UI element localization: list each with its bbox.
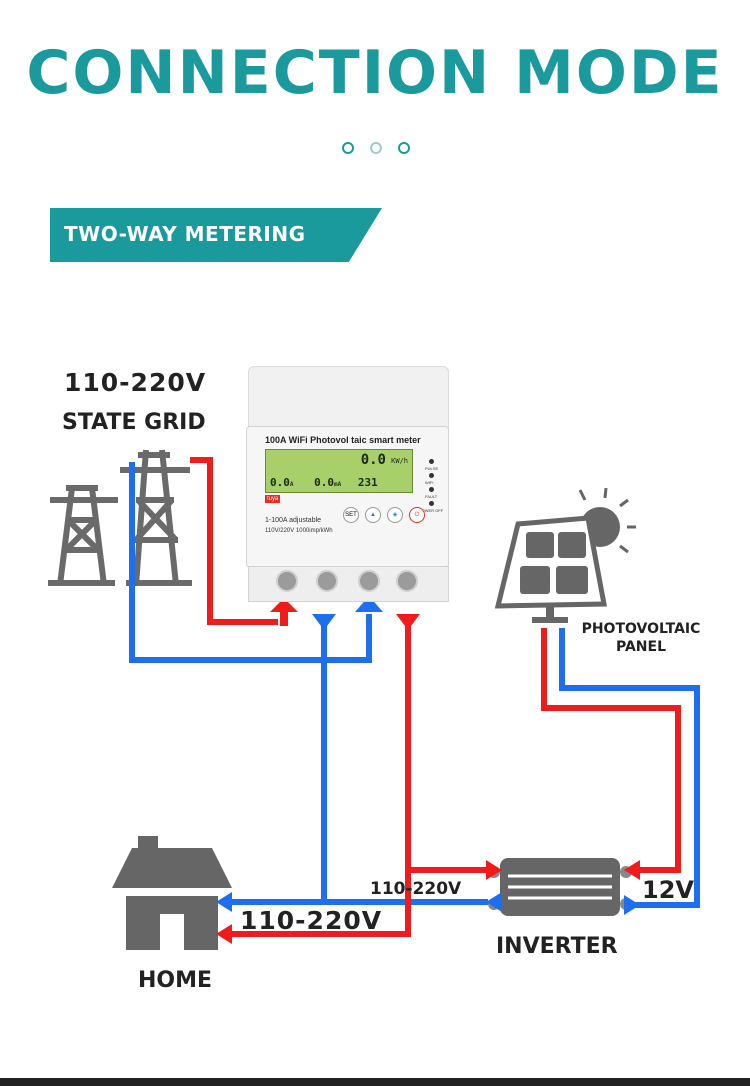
lcd-voltage-value: 231 [357,476,378,489]
meter-lcd: 0.0 KW/h 0.0A 0.0mA 231 [265,449,413,493]
lcd-power-value: 0.0 [314,476,334,489]
lcd-energy-value: 0.0 [360,452,386,468]
carousel-dot[interactable] [370,142,382,154]
lcd-energy-unit: KW/h [391,457,408,465]
pulse-label: PULSE [425,466,439,471]
bottom-bar [0,1078,750,1086]
fault-led [429,487,434,492]
section-label: TWO-WAY METERING [64,222,306,246]
meter-top-cover [248,366,449,430]
house-icon [112,836,232,950]
lcd-readings-row: 0.0A 0.0mA 231 [270,476,378,489]
up-button[interactable]: ▲ [365,507,381,523]
meter-front-panel: 100A WiFi Photovol taic smart meter 0.0 … [246,426,449,568]
power-off-label: POWER OFF [419,508,444,513]
power-button[interactable]: ⏻ [409,507,425,523]
section-banner: TWO-WAY METERING [50,208,382,262]
smart-meter-image: 100A WiFi Photovol taic smart meter 0.0 … [246,366,449,602]
dc-voltage-label: 12V [642,876,694,904]
pv-panel-label: PHOTOVOLTAIC PANEL [581,621,701,655]
terminal-screw [396,570,418,592]
brand-badge: tuya [265,495,281,503]
flow-arrows [216,596,640,944]
lcd-power-unit: mA [334,481,342,488]
live-wires [190,457,681,937]
meter-title: 100A WiFi Photovol taic smart meter [265,435,421,445]
meter-spec-rating: 110V/220V 1000imp/kWh [265,528,333,534]
inverter-label: INVERTER [496,934,618,959]
home-label: HOME [138,968,213,993]
terminal-screw [316,570,338,592]
meter-spec-range: 1-100A adjustable [265,517,322,524]
lcd-current-unit: A [289,481,294,488]
carousel-dot[interactable] [398,142,410,154]
power-tower-icon [48,449,192,586]
solar-panel-icon [494,515,607,623]
lcd-current-value: 0.0 [270,476,290,489]
power-off-led [429,501,434,506]
page-title: CONNECTION MODE [26,38,724,108]
inverter-ac-voltage-label: 110-220V [370,879,462,899]
grid-voltage-label: 110-220V [64,368,207,397]
terminal-screw [276,570,298,592]
pulse-led [429,459,434,464]
wifi-label: WIFI [425,480,434,485]
neutral-wires [129,462,700,908]
carousel-dot[interactable] [342,142,354,154]
terminal-screw [358,570,380,592]
fault-label: FAULT [425,494,438,499]
wifi-button[interactable]: ◈ [387,507,403,523]
inverter-icon [488,858,632,916]
wifi-led [429,473,434,478]
set-button[interactable]: SET [343,507,359,523]
grid-name-label: STATE GRID [62,410,206,435]
home-voltage-label: 110-220V [240,906,383,935]
carousel-dots [340,142,412,156]
